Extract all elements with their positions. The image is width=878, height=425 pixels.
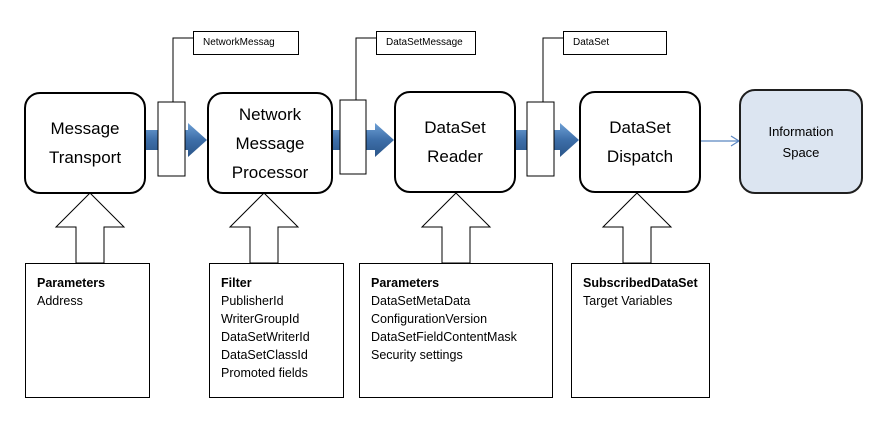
input-up-arrow [54,192,126,264]
parameter-item: Promoted fields [221,366,308,380]
stage-dataset-dispatch: DataSet Dispatch [579,91,701,193]
message-buffer [526,101,555,177]
parameter-box-transport: Parameters Address [25,263,150,398]
parameter-box-title: Parameters [371,276,440,290]
parameter-box-title: Filter [221,276,252,290]
parameter-item: Security settings [371,348,463,362]
input-up-arrow [228,192,300,264]
stage-label: DataSet Dispatch [606,118,674,166]
callout-dataset-message: DataSetMessage [376,31,476,55]
parameter-box-title: Parameters [37,276,106,290]
stage-information-space: Information Space [739,89,863,194]
parameter-item: Address [37,294,83,308]
parameter-box-dispatch: SubscribedDataSet Target Variables [571,263,710,398]
parameter-item: PublisherId [221,294,284,308]
callout-dataset: DataSet [563,31,667,55]
callout-leader [172,37,193,102]
stage-network-message-processor: Network Message Processor [207,92,333,194]
callout-network-message: NetworkMessag [193,31,299,55]
callout-label: DataSetMessage [386,37,463,48]
parameter-item: DataSetMetaData [371,294,471,308]
parameter-box-reader: Parameters DataSetMetaData Configuration… [359,263,553,398]
message-buffer [339,99,367,175]
stage-label: Message Transport [48,119,122,167]
parameter-item: DataSetWriterId [221,330,310,344]
parameter-item: Target Variables [583,294,673,308]
callout-leader [542,37,563,102]
input-up-arrow [420,192,492,264]
stage-message-transport: Message Transport [24,92,146,194]
stage-label: DataSet Reader [424,118,486,166]
parameter-box-title: SubscribedDataSet [583,276,698,290]
callout-label: DataSet [573,37,610,48]
stage-dataset-reader: DataSet Reader [394,91,516,193]
callout-label: NetworkMessag [203,37,275,48]
stage-label: Information Space [768,123,834,160]
input-up-arrow [601,192,673,264]
stage-label: Network Message Processor [231,104,309,182]
parameter-item: DataSetClassId [221,348,308,362]
parameter-item: WriterGroupId [221,312,300,326]
parameter-box-filter: Filter PublisherId WriterGroupId DataSet… [209,263,344,398]
parameter-item: ConfigurationVersion [371,312,488,326]
message-buffer [157,101,186,177]
callout-leader [355,37,376,100]
parameter-item: DataSetFieldContentMask [371,330,517,344]
